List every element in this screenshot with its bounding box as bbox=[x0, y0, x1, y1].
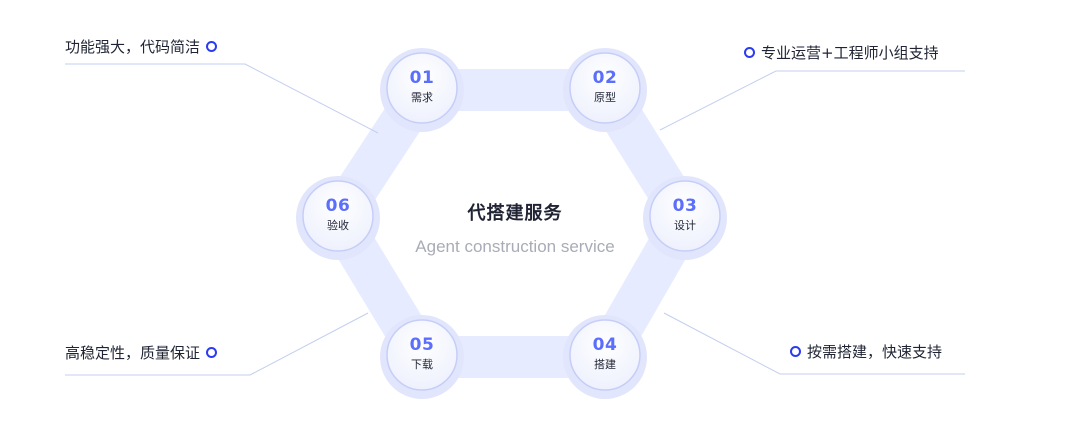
bullet-icon bbox=[206, 41, 218, 52]
center-title: 代搭建服务 bbox=[467, 203, 563, 224]
step-number: 05 bbox=[409, 335, 435, 355]
callout-top-right: 专业运营+工程师小组支持 bbox=[744, 43, 939, 63]
connector-bottom-left bbox=[65, 312, 369, 376]
step-04: 04 搭建 bbox=[575, 335, 635, 372]
step-number: 01 bbox=[409, 68, 435, 88]
bullet-icon bbox=[790, 346, 801, 357]
callout-text: 功能强大，代码简洁 bbox=[65, 38, 201, 56]
step-circle-01 bbox=[380, 48, 464, 132]
step-circle-04 bbox=[563, 315, 647, 399]
connector-top-left bbox=[65, 63, 379, 134]
connector-bottom-right bbox=[663, 312, 965, 375]
callout-text: 高稳定性，质量保证 bbox=[65, 344, 201, 362]
step-label: 下载 bbox=[411, 358, 433, 371]
step-05: 05 下载 bbox=[392, 335, 452, 372]
step-06: 06 验收 bbox=[308, 196, 368, 233]
bullet-icon bbox=[206, 347, 218, 358]
connector-top-right bbox=[659, 70, 965, 131]
step-number: 03 bbox=[672, 196, 698, 216]
step-circle-06 bbox=[296, 176, 380, 260]
step-03: 03 设计 bbox=[655, 196, 715, 233]
callout-text: 专业运营+工程师小组支持 bbox=[761, 44, 939, 62]
step-number: 02 bbox=[592, 68, 618, 88]
callout-bottom-left: 高稳定性，质量保证 bbox=[65, 343, 218, 363]
step-02: 02 原型 bbox=[575, 68, 635, 105]
step-label: 搭建 bbox=[594, 358, 616, 371]
step-label: 需求 bbox=[411, 91, 433, 104]
step-label: 设计 bbox=[674, 219, 696, 232]
step-number: 04 bbox=[592, 335, 618, 355]
step-label: 验收 bbox=[327, 219, 349, 232]
callout-top-left: 功能强大，代码简洁 bbox=[65, 37, 218, 57]
step-number: 06 bbox=[325, 196, 351, 216]
step-circle-02 bbox=[563, 48, 647, 132]
bullet-icon bbox=[744, 47, 755, 58]
callout-bottom-right: 按需搭建，快速支持 bbox=[790, 342, 942, 362]
callout-text: 按需搭建，快速支持 bbox=[807, 343, 943, 361]
step-01: 01 需求 bbox=[392, 68, 452, 105]
step-label: 原型 bbox=[594, 91, 616, 104]
center-subtitle: Agent construction service bbox=[415, 237, 615, 256]
step-circle-05 bbox=[380, 315, 464, 399]
step-circle-03 bbox=[643, 176, 727, 260]
